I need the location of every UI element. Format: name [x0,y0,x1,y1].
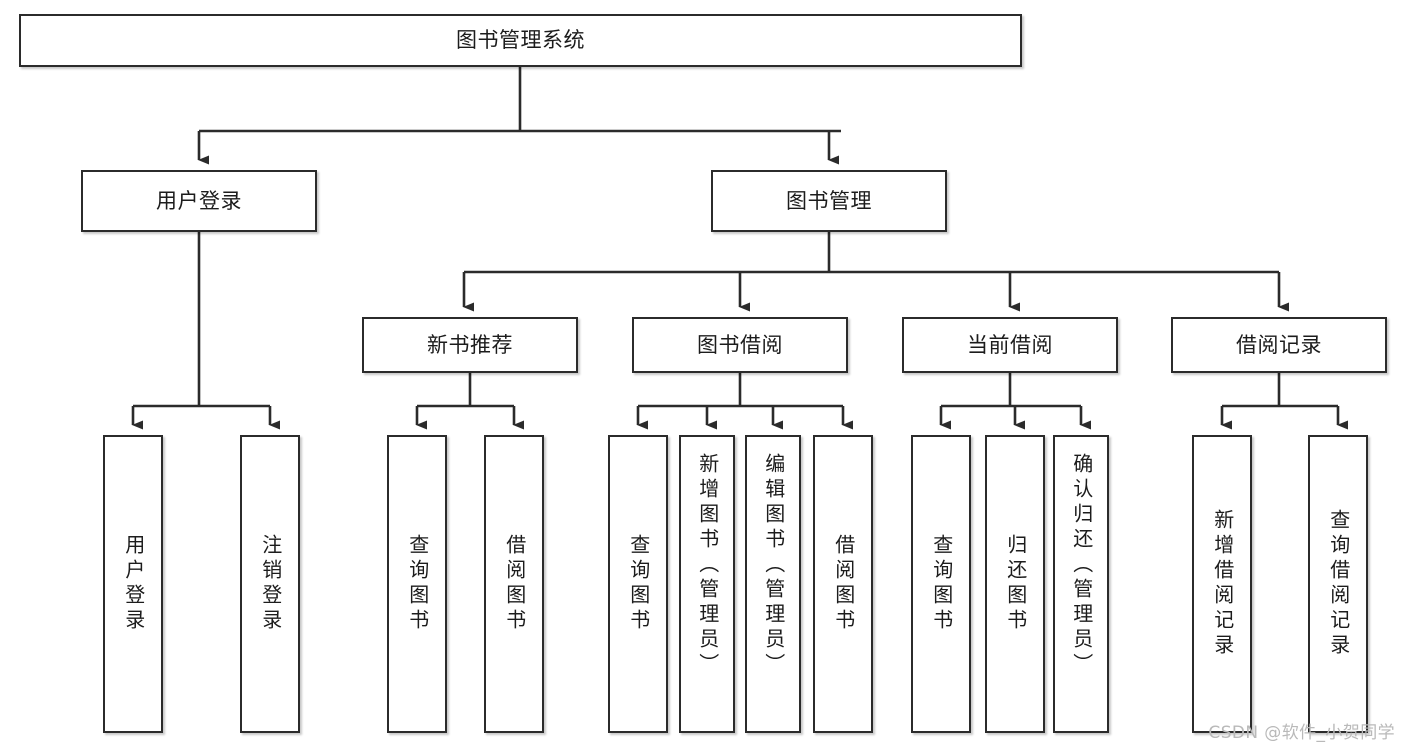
node-leaf-user-login-label: 用户登录 [121,534,146,634]
node-book-borrow-label: 图书借阅 [697,332,783,357]
node-leaf-return-book-label: 归还图书 [1003,534,1028,634]
edges-bookmanage-to-level2 [462,232,1289,312]
node-leaf-query-book-2-label: 查询图书 [626,534,651,634]
node-leaf-add-book[interactable]: 新增图书（管理员） [679,435,735,733]
node-root-label: 图书管理系统 [456,28,585,53]
node-leaf-query-record[interactable]: 查询借阅记录 [1308,435,1368,733]
node-leaf-return-book[interactable]: 归还图书 [985,435,1045,733]
edges-bookborrow-to-leaves [636,373,853,430]
node-leaf-user-login[interactable]: 用户登录 [103,435,163,733]
node-leaf-borrow-book-1[interactable]: 借阅图书 [484,435,544,733]
node-user-login[interactable]: 用户登录 [81,170,317,232]
node-leaf-borrow-book-2[interactable]: 借阅图书 [813,435,873,733]
node-root[interactable]: 图书管理系统 [19,14,1022,67]
node-user-login-label: 用户登录 [156,188,242,213]
node-leaf-add-record[interactable]: 新增借阅记录 [1192,435,1252,733]
node-book-manage[interactable]: 图书管理 [711,170,947,232]
node-leaf-confirm-return-label: 确认归还（管理员） [1069,453,1094,678]
node-borrow-record[interactable]: 借阅记录 [1171,317,1387,373]
node-leaf-query-book-3[interactable]: 查询图书 [911,435,971,733]
node-leaf-add-record-label: 新增借阅记录 [1210,509,1235,659]
node-leaf-add-book-label: 新增图书（管理员） [695,453,720,678]
node-new-book-recommend[interactable]: 新书推荐 [362,317,578,373]
node-leaf-query-book-3-label: 查询图书 [929,534,954,634]
node-leaf-edit-book[interactable]: 编辑图书（管理员） [745,435,801,733]
node-leaf-query-book-1[interactable]: 查询图书 [387,435,447,733]
edges-currentborrow-to-leaves [939,373,1091,430]
node-leaf-borrow-book-2-label: 借阅图书 [831,534,856,634]
edges-userlogin-to-leaves [131,232,280,430]
node-book-manage-label: 图书管理 [786,188,872,213]
node-leaf-logout-label: 注销登录 [258,534,283,634]
node-borrow-record-label: 借阅记录 [1236,332,1322,357]
node-leaf-query-book-1-label: 查询图书 [405,534,430,634]
csdn-watermark: CSDN @软件_小贺同学 [1208,723,1395,743]
node-leaf-confirm-return[interactable]: 确认归还（管理员） [1053,435,1109,733]
node-leaf-edit-book-label: 编辑图书（管理员） [761,453,786,678]
node-leaf-query-record-label: 查询借阅记录 [1326,509,1351,659]
node-new-book-recommend-label: 新书推荐 [427,332,513,357]
node-current-borrow-label: 当前借阅 [967,332,1053,357]
edges-borrowrecord-to-leaves [1220,373,1348,430]
node-book-borrow[interactable]: 图书借阅 [632,317,848,373]
edges-newbook-to-leaves [415,373,524,430]
node-leaf-borrow-book-1-label: 借阅图书 [502,534,527,634]
node-leaf-logout[interactable]: 注销登录 [240,435,300,733]
edges-root-to-level1 [197,67,841,165]
node-leaf-query-book-2[interactable]: 查询图书 [608,435,668,733]
node-current-borrow[interactable]: 当前借阅 [902,317,1118,373]
